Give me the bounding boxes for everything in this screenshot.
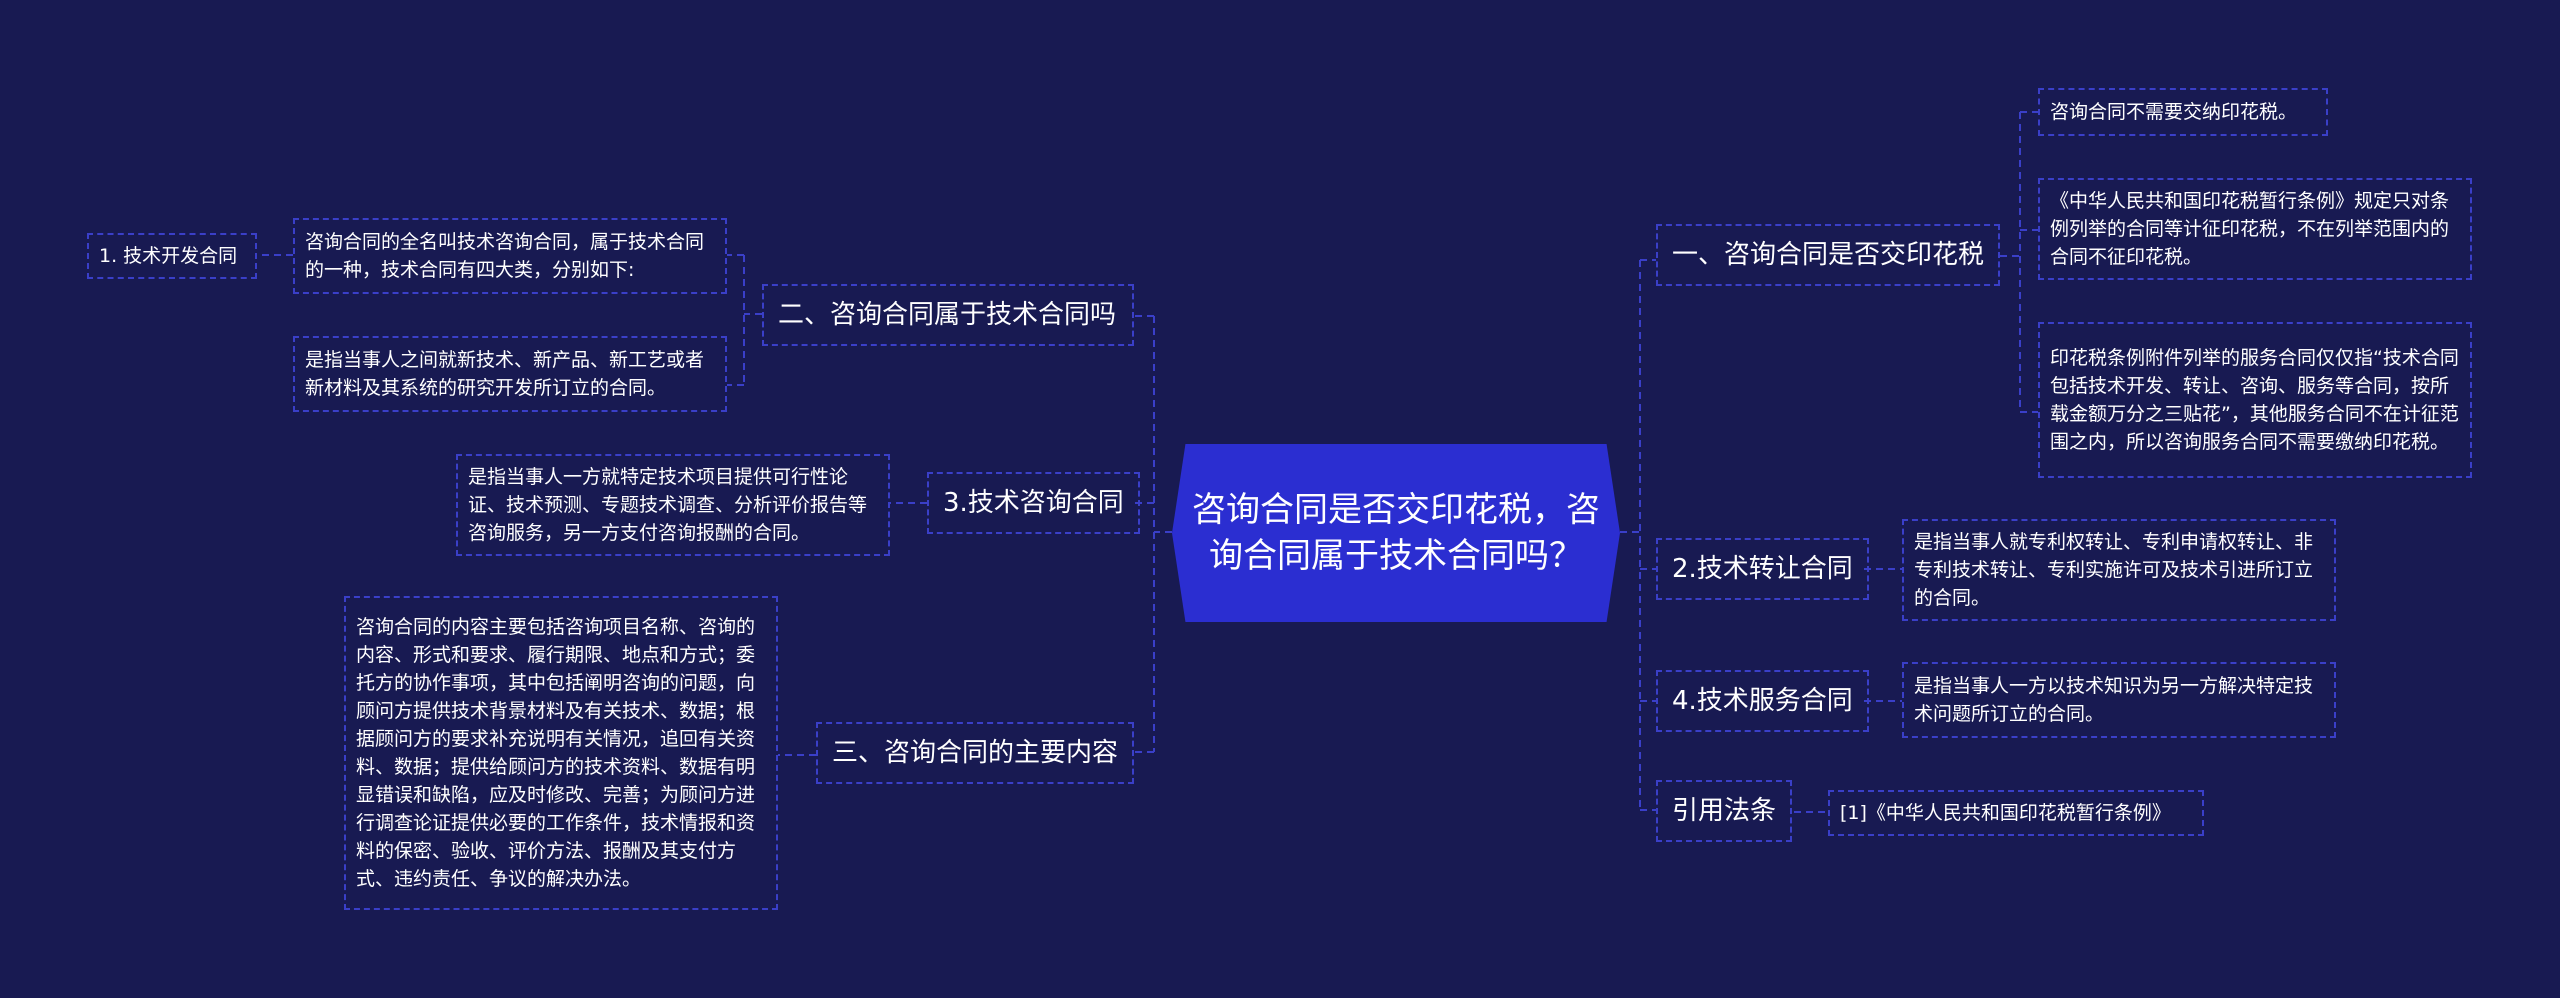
leaf-text: [1]《中华人民共和国印花税暂行条例》 [1840,802,2171,824]
leaf-tech-development-definition[interactable]: 是指当事人之间就新技术、新产品、新工艺或者新材料及其系统的研究开发所订立的合同。 [293,336,727,412]
leaf-tech-service-definition[interactable]: 是指当事人一方以技术知识为另一方解决特定技术问题所订立的合同。 [1902,662,2336,738]
branch-label: 引用法条 [1672,796,1777,826]
branch-whether-stamp-tax[interactable]: 一、咨询合同是否交印花税 [1656,224,2001,286]
leaf-service-contract-scope[interactable]: 印花税条例附件列举的服务合同仅仅指“技术合同包括技术开发、转让、咨询、服务等合同… [2038,322,2472,478]
leaf-text: 咨询合同的全名叫技术咨询合同，属于技术合同的一种，技术合同有四大类，分别如下: [305,231,705,281]
leaf-regulation-scope[interactable]: 《中华人民共和国印花税暂行条例》规定只对条例列举的合同等计征印花税，不在列举范围… [2038,178,2472,280]
leaf-main-contents-detail[interactable]: 咨询合同的内容主要包括咨询项目名称、咨询的内容、形式和要求、履行期限、地点和方式… [344,596,778,910]
branch-tech-consulting-contract[interactable]: 3.技术咨询合同 [927,472,1140,534]
leaf-tech-development-contract[interactable]: 1. 技术开发合同 [87,233,257,279]
branch-cited-law[interactable]: 引用法条 [1656,780,1793,842]
leaf-text: 是指当事人就专利权转让、专利申请权转让、非专利技术转让、专利实施许可及技术引进所… [1914,531,2314,609]
leaf-text: 咨询合同不需要交纳印花税。 [2050,101,2298,123]
branch-label: 二、咨询合同属于技术合同吗 [778,300,1117,330]
leaf-text: 《中华人民共和国印花税暂行条例》规定只对条例列举的合同等计征印花税，不在列举范围… [2050,190,2450,268]
leaf-text: 是指当事人一方以技术知识为另一方解决特定技术问题所订立的合同。 [1914,675,2314,725]
branch-main-contents[interactable]: 三、咨询合同的主要内容 [816,722,1134,784]
leaf-full-name-four-types[interactable]: 咨询合同的全名叫技术咨询合同，属于技术合同的一种，技术合同有四大类，分别如下: [293,218,727,294]
branch-label: 3.技术咨询合同 [943,488,1124,518]
leaf-text: 是指当事人之间就新技术、新产品、新工艺或者新材料及其系统的研究开发所订立的合同。 [305,349,705,399]
leaf-text: 印花税条例附件列举的服务合同仅仅指“技术合同包括技术开发、转让、咨询、服务等合同… [2050,347,2459,453]
central-topic-shape [1172,444,1620,622]
leaf-text: 是指当事人一方就特定技术项目提供可行性论证、技术预测、专题技术调查、分析评价报告… [468,466,868,544]
branch-is-tech-contract[interactable]: 二、咨询合同属于技术合同吗 [762,284,1134,346]
branch-label: 一、咨询合同是否交印花税 [1672,240,1985,270]
central-topic[interactable]: 咨询合同是否交印花税，咨询合同属于技术合同吗？ [1172,444,1620,622]
branch-label: 2.技术转让合同 [1672,554,1853,584]
central-topic-text: 咨询合同是否交印花税，咨询合同属于技术合同吗？ [1192,490,1600,576]
leaf-text: 1. 技术开发合同 [99,245,238,267]
branch-label: 4.技术服务合同 [1672,686,1853,716]
leaf-tech-consulting-definition[interactable]: 是指当事人一方就特定技术项目提供可行性论证、技术预测、专题技术调查、分析评价报告… [456,454,890,556]
branch-label: 三、咨询合同的主要内容 [832,738,1119,768]
leaf-no-stamp-tax[interactable]: 咨询合同不需要交纳印花税。 [2038,88,2328,136]
branch-tech-transfer-contract[interactable]: 2.技术转让合同 [1656,538,1869,600]
branch-tech-service-contract[interactable]: 4.技术服务合同 [1656,670,1869,732]
leaf-cited-regulation[interactable]: [1]《中华人民共和国印花税暂行条例》 [1828,790,2204,836]
leaf-text: 咨询合同的内容主要包括咨询项目名称、咨询的内容、形式和要求、履行期限、地点和方式… [356,616,756,890]
leaf-tech-transfer-definition[interactable]: 是指当事人就专利权转让、专利申请权转让、非专利技术转让、专利实施许可及技术引进所… [1902,519,2336,621]
